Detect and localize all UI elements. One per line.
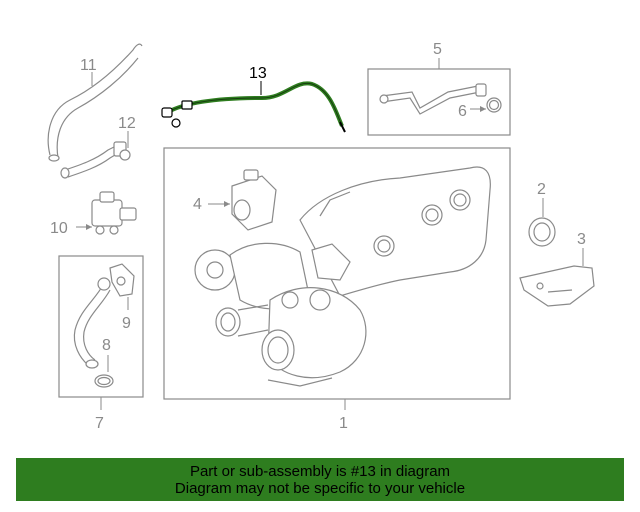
banner-line-1: Part or sub-assembly is #13 in diagram <box>189 462 451 480</box>
part-10-valve[interactable] <box>76 191 137 235</box>
part-8-oring[interactable] <box>94 355 114 388</box>
part-13-hose[interactable] <box>161 81 346 133</box>
callout-4: 4 <box>193 196 202 213</box>
part-3-bracket[interactable] <box>519 248 595 307</box>
group-box-5 <box>367 68 511 136</box>
part-4-actuator[interactable] <box>208 169 277 231</box>
callout-1: 1 <box>339 415 348 432</box>
callout-7: 7 <box>95 415 104 432</box>
banner-line-2: Diagram may not be specific to your vehi… <box>174 479 466 497</box>
part-8-pipe[interactable] <box>73 277 111 369</box>
callout-10: 10 <box>50 220 68 237</box>
part-12-pipe[interactable] <box>60 131 131 179</box>
callout-3: 3 <box>577 231 586 248</box>
callout-13: 13 <box>249 65 267 82</box>
callout-6: 6 <box>458 103 467 120</box>
part-1-turbocharger[interactable] <box>194 166 491 387</box>
callout-8: 8 <box>102 337 111 354</box>
callout-2: 2 <box>537 181 546 198</box>
part-6-oring[interactable] <box>470 97 502 113</box>
callout-11: 11 <box>80 57 97 74</box>
part-5-pipe[interactable] <box>379 83 487 115</box>
parts-diagram: 11 12 10 7 8 9 <box>47 41 595 432</box>
part-9-gasket[interactable] <box>109 263 135 310</box>
part-2-seal[interactable] <box>528 198 556 247</box>
info-banner: Part or sub-assembly is #13 in diagram D… <box>16 458 624 501</box>
callout-5: 5 <box>433 41 442 58</box>
callout-9: 9 <box>122 315 131 332</box>
callout-12: 12 <box>118 115 136 132</box>
part-11-hose[interactable] <box>47 43 143 162</box>
group-box-1 <box>163 147 511 400</box>
